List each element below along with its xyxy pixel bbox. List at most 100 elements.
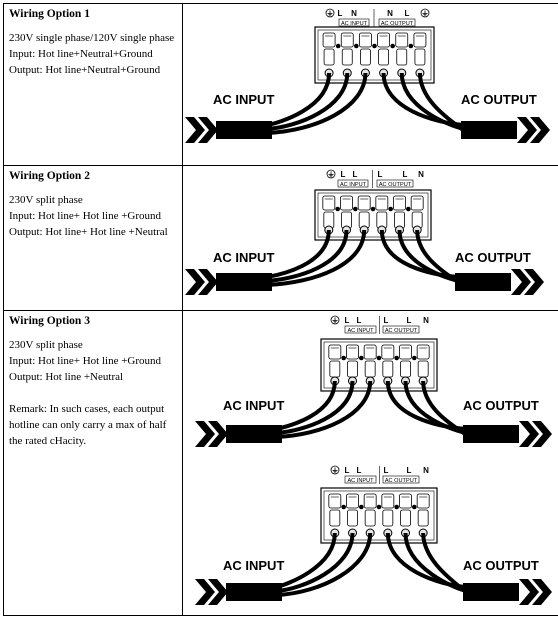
option-remark: Remark: In such cases, each output hotli… xyxy=(9,403,167,447)
terminal-label: L xyxy=(407,466,412,475)
terminal-label: L xyxy=(407,316,412,325)
input-wire xyxy=(266,229,367,287)
option-text-cell: Wiring Option 2 230V split phase Input: … xyxy=(3,165,183,311)
ac-input-label: AC INPUT xyxy=(223,398,284,413)
ac-input-label: AC INPUT xyxy=(223,558,284,573)
terminal-label: N xyxy=(423,466,429,475)
ac-output-box-label: AC OUTPUT xyxy=(385,478,418,484)
terminal-clamp xyxy=(382,509,394,527)
terminal-label: L xyxy=(405,9,410,18)
ground-icon xyxy=(330,465,340,475)
ac-input-box xyxy=(337,179,369,188)
terminal-divider-dot xyxy=(406,206,411,212)
option-input-line: Input: Hot line+ Hot line +Ground xyxy=(9,355,162,367)
ground-icon xyxy=(326,169,336,179)
chevron-arrow-icon xyxy=(519,579,552,605)
terminal-divider-dot xyxy=(335,206,340,212)
terminal-clamp xyxy=(364,360,376,378)
terminal-slot xyxy=(328,344,342,360)
ac-output-label: AC OUTPUT xyxy=(455,250,531,265)
terminal-slot xyxy=(413,32,427,48)
terminal-label: L xyxy=(341,170,346,179)
chevron-arrow-icon xyxy=(185,269,218,295)
ground-icon xyxy=(330,315,340,325)
ac-input-box-label: AC INPUT xyxy=(341,21,368,27)
terminal-divider-dot xyxy=(341,355,346,361)
terminal-clamp xyxy=(329,360,341,378)
terminal-slot xyxy=(363,493,377,509)
terminal-divider-dot xyxy=(390,43,395,49)
terminal-clamp xyxy=(400,360,411,378)
terminal-clamp xyxy=(396,48,408,66)
terminal-divider-dot xyxy=(412,355,417,361)
chevron-arrow-icon xyxy=(519,421,552,447)
terminal-slot xyxy=(375,195,389,211)
ac-input-box-label: AC INPUT xyxy=(347,478,374,484)
terminal-divider-dot xyxy=(394,504,399,510)
ac-output-box xyxy=(378,18,416,27)
terminal-slot xyxy=(340,195,353,211)
chevron-arrow-icon xyxy=(517,117,550,143)
chevron-arrow-icon xyxy=(185,117,205,143)
chevron-arrow-icon xyxy=(517,117,537,143)
chevron-arrow-icon xyxy=(198,117,218,143)
terminal-label: N xyxy=(418,170,424,179)
terminal-clamp xyxy=(347,360,358,378)
option-text-cell: Wiring Option 1 230V single phase/120V s… xyxy=(3,3,183,166)
terminal-slot xyxy=(410,195,424,211)
terminal-label: L xyxy=(345,316,350,325)
ac-input-box xyxy=(344,475,377,484)
terminal-label: L xyxy=(338,9,343,18)
input-wire xyxy=(276,532,373,597)
ac-input-box xyxy=(338,18,370,27)
terminal-divider-dot xyxy=(372,43,377,49)
chevron-arrow-icon xyxy=(532,579,552,605)
terminal-divider-dot xyxy=(376,355,382,361)
input-wire xyxy=(266,229,349,283)
terminal-slot xyxy=(363,344,377,360)
ac-input-label: AC INPUT xyxy=(213,250,274,265)
terminal-block-inner xyxy=(323,490,435,541)
chevron-arrow-icon xyxy=(532,421,552,447)
terminal-label: N xyxy=(387,9,393,18)
terminal-label: L xyxy=(357,316,362,325)
option-phase-line: 230V single phase/120V single phase xyxy=(9,32,175,44)
terminal-slot xyxy=(359,32,372,48)
ground-icon xyxy=(325,8,335,18)
option-text-cell: Wiring Option 3 230V split phase Input: … xyxy=(3,310,183,616)
output-cable xyxy=(463,583,519,601)
terminal-divider-dot xyxy=(408,43,414,49)
ac-input-box-label: AC INPUT xyxy=(340,182,367,188)
terminal-clamp xyxy=(400,509,411,527)
terminal-slot xyxy=(393,195,406,211)
terminal-label: N xyxy=(423,316,429,325)
input-cable xyxy=(216,273,272,291)
wiring-option-row: Wiring Option 2 230V split phase Input: … xyxy=(3,165,558,311)
terminal-clamp xyxy=(360,48,371,66)
chevron-arrow-icon xyxy=(511,269,531,295)
terminal-clamp xyxy=(414,48,426,66)
terminal-clamp xyxy=(382,360,394,378)
input-wire xyxy=(276,532,355,593)
input-cable xyxy=(226,583,282,601)
ac-output-label: AC OUTPUT xyxy=(463,558,539,573)
chevron-arrow-icon xyxy=(524,269,544,295)
terminal-divider-dot xyxy=(376,504,382,510)
terminal-slot xyxy=(322,195,336,211)
terminal-slot xyxy=(399,344,412,360)
chevron-arrow-icon xyxy=(519,579,539,605)
option-output-line: Output: Hot line+ Hot line +Neutral xyxy=(9,226,168,238)
output-cable xyxy=(463,425,519,443)
input-wire xyxy=(266,72,368,135)
terminal-label: L xyxy=(403,170,408,179)
chevron-arrow-icon xyxy=(185,117,218,143)
chevron-arrow-icon xyxy=(511,269,544,295)
ground-icon xyxy=(325,8,335,18)
terminal-label: L xyxy=(353,170,358,179)
terminal-divider-dot xyxy=(341,504,346,510)
